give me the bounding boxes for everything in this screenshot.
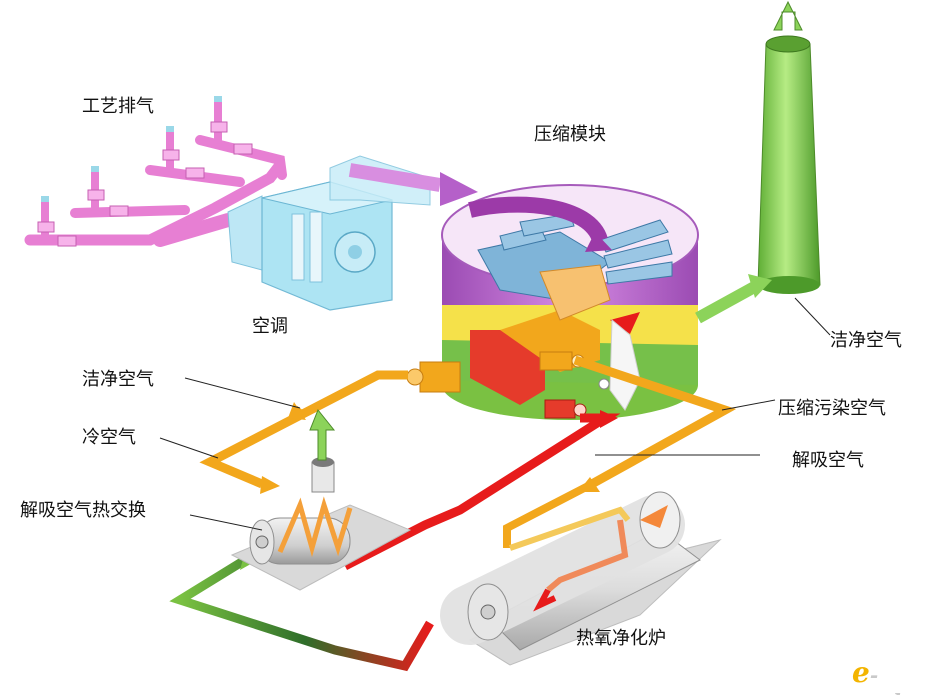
label-compressed-polluted-air: 压缩污染空气 [778, 398, 886, 419]
compressed-air-flow [573, 355, 737, 489]
label-clean-air: 洁净空气 [82, 369, 154, 390]
exhaust-valves [37, 121, 253, 247]
label-process-exhaust: 工艺排气 [82, 96, 154, 117]
exhaust-inlet-tips [41, 96, 222, 202]
cold-air-flow [199, 370, 408, 489]
compression-module [406, 184, 699, 420]
oxidizer-feed [503, 481, 592, 548]
clean-air-stack [695, 0, 821, 324]
label-compression-module: 压缩模块 [534, 124, 606, 145]
label-air-conditioning: 空调 [252, 316, 288, 337]
leader-lines [159, 297, 831, 531]
air-duct-to-module [329, 155, 478, 206]
thermal-oxidizer [440, 491, 722, 666]
label-thermal-oxidizer: 热氧净化炉 [576, 628, 666, 649]
label-desorption-heat-exchanger: 解吸空气热交换 [20, 500, 146, 521]
label-cold-air: 冷空气 [82, 427, 136, 448]
label-clean-air-stack: 洁净空气 [830, 330, 902, 351]
oxidizer-out-flow [169, 556, 434, 672]
desorption-air-flow [342, 413, 621, 571]
eworks-logo: e-works [852, 656, 918, 695]
heat-exchanger [230, 409, 412, 591]
label-desorption-air: 解吸空气 [792, 450, 864, 471]
air-conditioning-unit [227, 181, 393, 311]
